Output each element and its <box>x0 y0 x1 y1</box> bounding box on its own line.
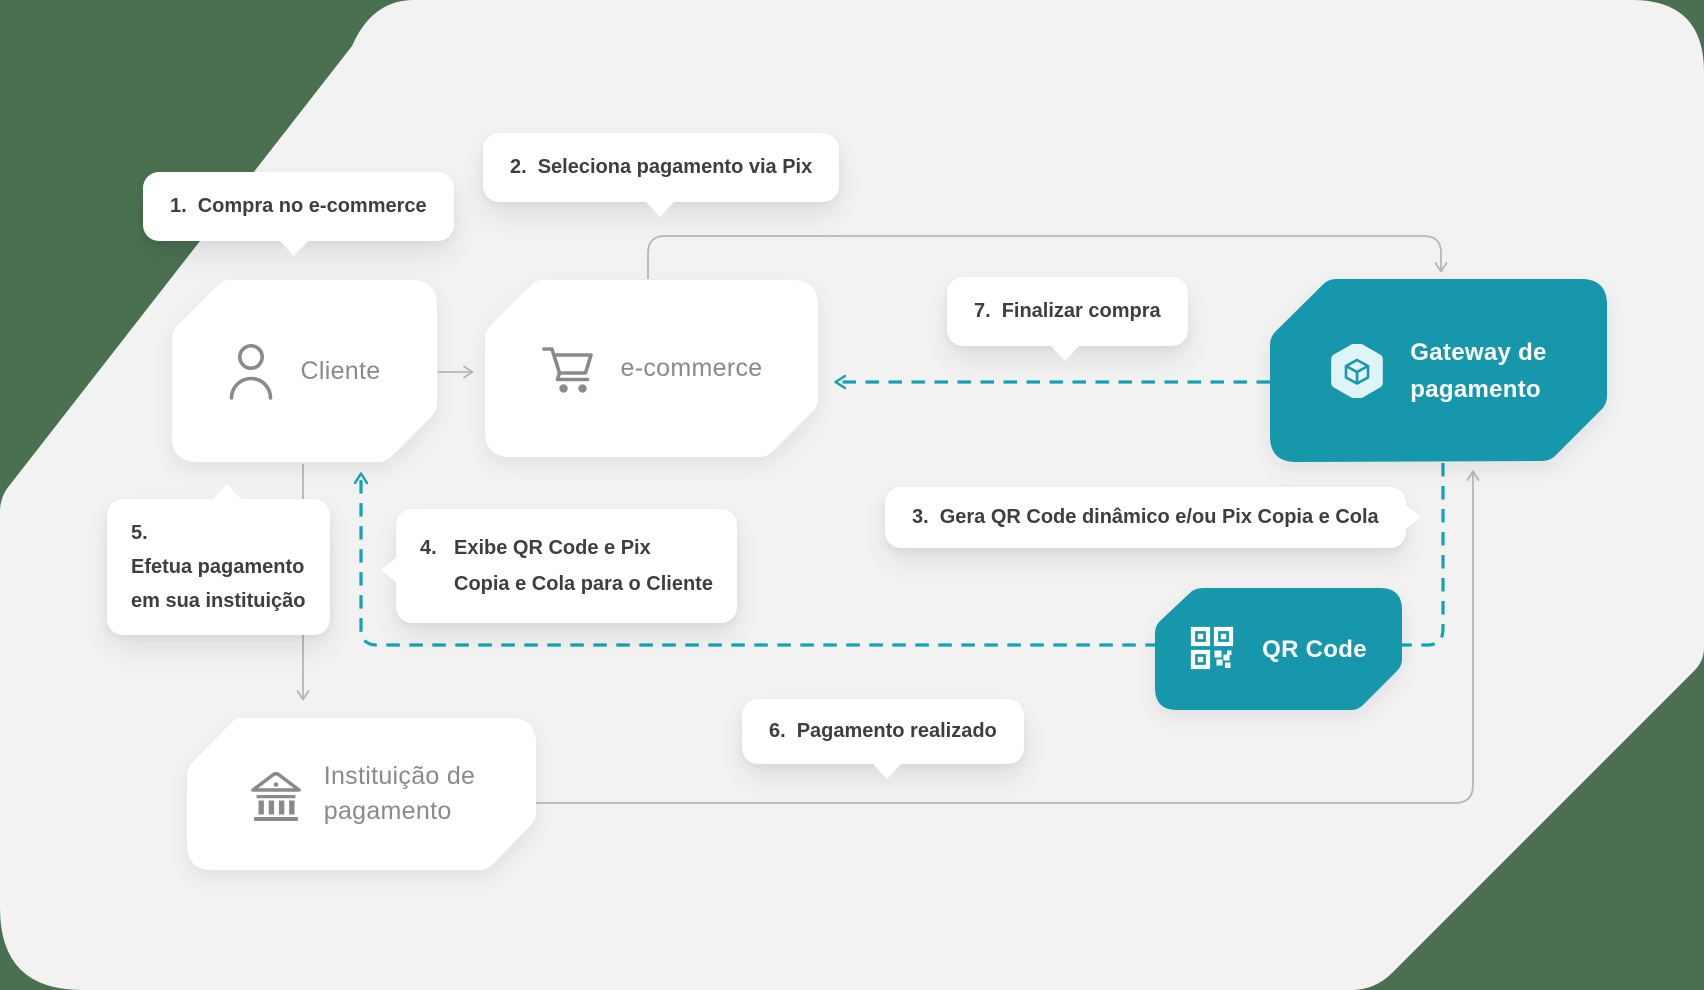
arrow-ecommerce-to-gateway <box>647 235 1448 279</box>
step-6-text: Pagamento realizado <box>796 720 997 742</box>
node-cliente <box>172 280 437 462</box>
step-4-text-line1: Exibe QR Code e Pix <box>454 537 651 559</box>
step-6-number: 6. <box>769 720 786 742</box>
step-3-text: Gera QR Code dinâmico e/ou Pix Copia e C… <box>939 506 1379 528</box>
arrow-instituicao-to-gateway <box>536 470 1480 804</box>
dashed-arrow-gateway-to-qrcode-to-cliente <box>353 463 1445 647</box>
step-4-number: 4. <box>420 537 437 559</box>
callout-step-3: 3. Gera QR Code dinâmico e/ou Pix Copia e… <box>885 487 1421 548</box>
step-3-number: 3. <box>912 506 929 528</box>
step-5-number: 5. <box>131 522 148 544</box>
callout-step-1: 1. Compra no e-commerce <box>143 172 454 256</box>
step-1-number: 1. <box>170 195 187 217</box>
callout-step-2: 2. Seleciona pagamento via Pix <box>483 133 840 217</box>
node-instituicao <box>187 718 536 870</box>
callout-step-6: 6. Pagamento realizado <box>742 699 1024 779</box>
step-5-text-line2: em sua instituição <box>131 590 306 612</box>
step-4-text-line2: Copia e Cola para o Cliente <box>454 573 713 595</box>
callout-step-5: 5. Efetua pagamento em sua instituição <box>107 484 330 635</box>
node-gateway <box>1270 279 1607 462</box>
step-2-text: Seleciona pagamento via Pix <box>537 156 813 178</box>
step-7-text: Finalizar compra <box>1001 300 1161 322</box>
step-2-number: 2. <box>510 156 527 178</box>
node-qr-code <box>1155 588 1402 710</box>
step-7-number: 7. <box>974 300 991 322</box>
callout-step-4: 4. Exibe QR Code e Pix Copia e Cola para… <box>381 509 737 623</box>
step-1-text: Compra no e-commerce <box>197 195 427 217</box>
callout-step-7: 7. Finalizar compra <box>947 277 1188 361</box>
step-5-text-line1: Efetua pagamento <box>131 556 305 578</box>
node-ecommerce <box>485 280 818 457</box>
